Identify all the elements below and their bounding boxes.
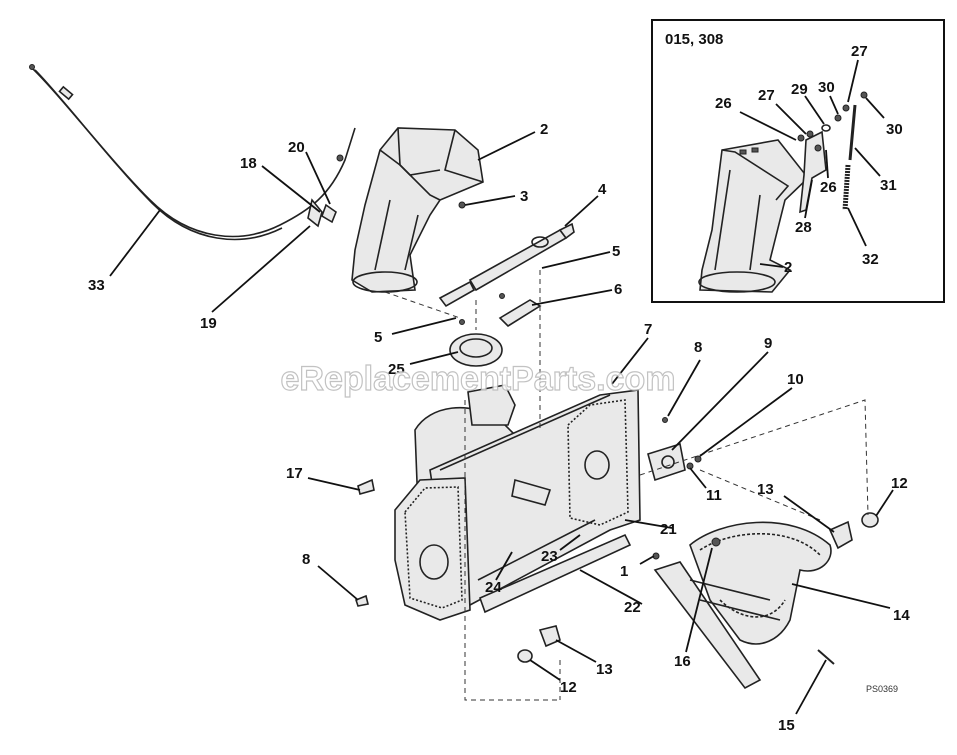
callout-21: 21: [660, 521, 677, 538]
callout-3: 3: [520, 188, 528, 205]
callout-8: 8: [302, 551, 310, 568]
callout-2: 2: [540, 121, 548, 138]
inset-nut: [842, 104, 850, 112]
callout-24: 24: [485, 579, 502, 596]
screw: [459, 319, 465, 325]
callout-8: 8: [694, 339, 702, 356]
image-code: PS0369: [866, 684, 898, 694]
inset-spring: [842, 164, 851, 211]
callout-30: 30: [886, 121, 903, 138]
bolt: [357, 478, 375, 495]
auger-housing: [394, 384, 641, 621]
bearing-flange: [538, 520, 853, 648]
inset-washer: [821, 124, 831, 132]
inset-nut: [834, 114, 842, 122]
scraper-bar: [477, 519, 632, 614]
callout-5: 5: [374, 329, 382, 346]
callout-16: 16: [674, 653, 691, 670]
screw: [499, 293, 505, 299]
callout-14: 14: [893, 607, 910, 624]
chute-ring: [449, 333, 503, 367]
callout-13: 13: [596, 661, 613, 678]
callout-12: 12: [560, 679, 577, 696]
callout-1: 1: [620, 563, 628, 580]
callout-19: 19: [200, 315, 217, 332]
callout-4: 4: [598, 181, 607, 198]
callout-20: 20: [288, 139, 305, 156]
callout-labels: 2 3 4 5 6 5 25 7 8 9 10 11 17 8 1 21 22 …: [88, 121, 910, 734]
callout-7: 7: [644, 321, 652, 338]
callout-22: 22: [624, 599, 641, 616]
inset-panel: 015, 308: [651, 19, 945, 303]
callout-29: 29: [791, 81, 808, 98]
callout-26: 26: [820, 179, 837, 196]
callout-10: 10: [787, 371, 804, 388]
callout-15: 15: [778, 717, 795, 734]
bolt: [355, 594, 369, 607]
control-cable: [29, 64, 356, 241]
callout-9: 9: [764, 335, 772, 352]
bolt: [662, 417, 668, 423]
callout-30: 30: [818, 79, 835, 96]
inset-nut: [806, 130, 814, 138]
inset-chute: [698, 139, 810, 293]
callout-18: 18: [240, 155, 257, 172]
callout-28: 28: [795, 219, 812, 236]
inset-nut: [860, 91, 868, 99]
auger-assembly: [653, 521, 832, 690]
callout-27: 27: [851, 43, 868, 60]
callout-11: 11: [706, 487, 722, 504]
inset-frame: [651, 19, 945, 303]
callout-6: 6: [614, 281, 622, 298]
callout-12: 12: [891, 475, 908, 492]
screw: [458, 201, 466, 209]
callout-27: 27: [758, 87, 775, 104]
callout-23: 23: [541, 548, 558, 565]
callout-25: 25: [388, 361, 405, 378]
callout-13: 13: [757, 481, 774, 498]
nut: [694, 455, 702, 463]
watermark-text: eReplacementParts.com: [281, 360, 676, 398]
bearing: [517, 512, 879, 663]
callout-32: 32: [862, 251, 879, 268]
bearing-hole: [661, 455, 675, 469]
discharge-chute: [351, 127, 484, 293]
leader-lines: [109, 131, 894, 715]
bearing-plate: [647, 442, 686, 482]
callout-31: 31: [880, 177, 897, 194]
callout-5: 5: [612, 243, 620, 260]
callout-2: 2: [784, 259, 792, 276]
inset-rod: [848, 104, 857, 161]
chute-crank-shaft: [438, 222, 575, 308]
callout-17: 17: [286, 465, 303, 482]
callout-33: 33: [88, 277, 105, 294]
inset-title: 015, 308: [665, 31, 723, 48]
inset-nut: [797, 134, 805, 142]
shear-pin: [817, 649, 835, 665]
callout-26: 26: [715, 95, 732, 112]
